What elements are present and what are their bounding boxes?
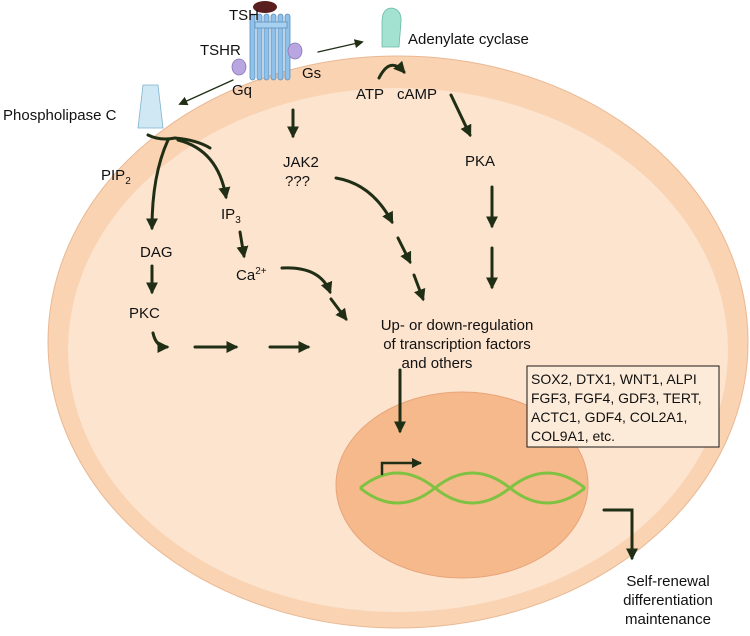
pip2-label: PIP2 (101, 167, 131, 187)
gs-protein (287, 42, 303, 60)
arrow-jak2-to-regulation-2 (396, 236, 412, 265)
phospholipase-c-label: Phospholipase C (3, 107, 117, 124)
gene-list-line-3: ACTC1, GDF4, COL2A1, (531, 409, 687, 425)
gq-label: Gq (232, 82, 252, 99)
pkc-label: PKC (129, 305, 160, 322)
arrow-camp-to-pka (449, 93, 472, 138)
outcome-line-1: Self-renewal (626, 573, 709, 590)
gene-list-line-4: COL9A1, etc. (531, 428, 615, 444)
arrow-jak2-to-regulation-3 (412, 273, 426, 302)
arrow-ip3-to-ca (236, 230, 249, 259)
outcome-line-2: differentiation (623, 592, 713, 609)
arrow-atp-to-camp (377, 60, 406, 80)
nucleus (335, 391, 589, 579)
camp-label: cAMP (397, 86, 437, 103)
tsh-label: TSH (229, 7, 259, 24)
adenylate-cyclase-shape (381, 7, 402, 48)
dna-helix (359, 471, 586, 505)
arrow-plc-to-dag (146, 138, 170, 231)
jak2-label: JAK2 (283, 154, 319, 171)
adenylate-cyclase-label: Adenylate cyclase (408, 31, 529, 48)
arrow-plc-to-pip2 (146, 133, 212, 150)
arrow-ca-to-regulation (280, 266, 333, 295)
gene-list-line-1: SOX2, DTX1, WNT1, ALPI (531, 371, 697, 387)
gene-list-box (526, 365, 720, 448)
arrows (146, 39, 638, 561)
gene-list-line-2: FGF3, FGF4, GDF3, TERT, (531, 390, 702, 406)
arrow-plc-to-ip3 (176, 138, 231, 200)
arrow-receptor-to-plc (178, 79, 234, 106)
transcription-start-arrow (380, 458, 422, 476)
phospholipase-c-shape (137, 84, 164, 129)
arrow-nucleus-to-outcome (602, 508, 638, 561)
ip3-label: IP3 (221, 206, 241, 226)
atp-label: ATP (356, 86, 384, 103)
dag-label: DAG (140, 244, 173, 261)
tshr-receptor (249, 13, 291, 81)
tsh-ligand (253, 1, 277, 13)
outcome-line-3: maintenance (625, 611, 711, 628)
ca-label: Ca2+ (236, 266, 267, 284)
regulation-label-line-2: of transcription factors (383, 336, 531, 353)
gs-label: Gs (302, 65, 321, 82)
jak2-unknown-label: ??? (285, 173, 310, 190)
pka-label: PKA (465, 153, 495, 170)
regulation-label-line-3: and others (402, 355, 473, 372)
regulation-label-line-1: Up- or down-regulation (381, 317, 534, 334)
arrow-jak2-to-regulation-1 (334, 176, 394, 225)
tshr-label: TSHR (200, 42, 241, 59)
arrow-ca-to-regulation-2 (329, 297, 348, 321)
gq-protein (231, 58, 247, 76)
arrow-receptor-to-adenylate (317, 39, 364, 53)
arrow-pkc-to-line (151, 331, 170, 353)
